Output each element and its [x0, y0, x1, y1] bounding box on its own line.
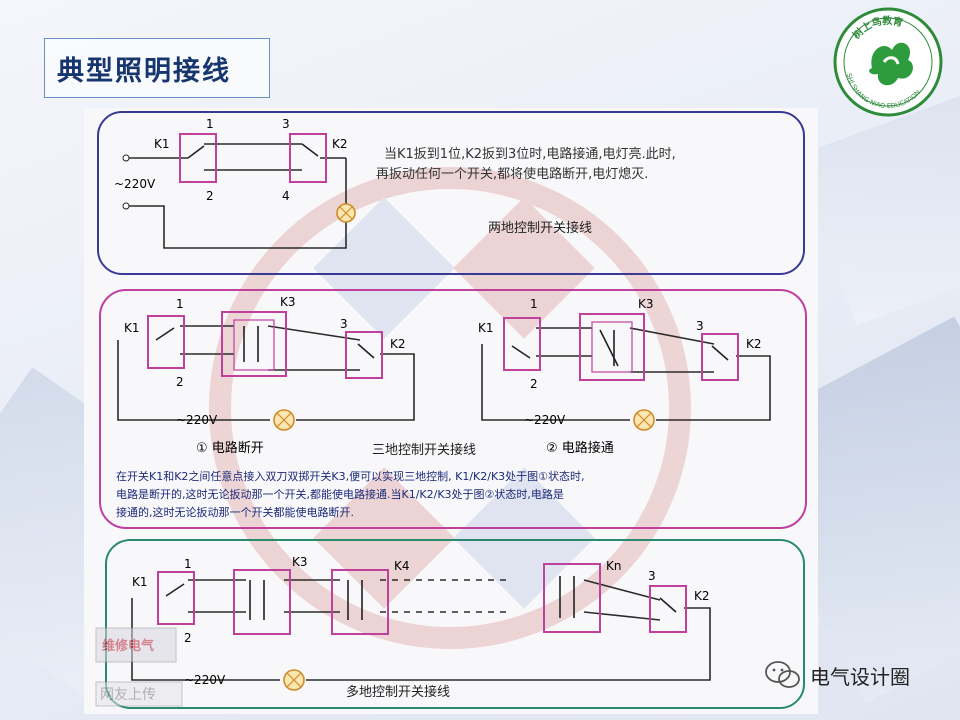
panel-two-way-control: K1 1 2 3 4 K2 ~220V 当K1扳到1位,K2扳到3位时,电路接通…	[97, 111, 805, 275]
label-n2: 2	[530, 377, 538, 391]
panel-three-way-control: K1 1 2 K3 3 K2 ~220V ① 电路断开 K1 1	[99, 289, 807, 529]
watermark-line-2: 网友上传	[100, 687, 156, 703]
label-n2: 2	[184, 631, 192, 645]
wechat-icon	[765, 661, 800, 688]
terminal-dot	[122, 202, 130, 210]
label-k3: K3	[292, 555, 308, 569]
lamp-icon	[633, 409, 655, 431]
label-n1: 1	[176, 297, 184, 311]
panel-1-description-line-1: 当K1扳到1位,K2扳到3位时,电路接通,电灯亮.此时,	[384, 146, 676, 162]
state-label-closed: ② 电路接通	[546, 440, 614, 456]
label-n3: 3	[648, 569, 656, 583]
credit-text: 电气设计圈	[810, 664, 910, 689]
switch-k3-box	[221, 311, 287, 377]
switch-k3-box	[233, 569, 291, 635]
label-voltage: ~220V	[184, 673, 226, 687]
label-n3: 3	[340, 317, 348, 331]
switch-k3-box	[579, 313, 645, 381]
panel-multi-way-control: K1 1 2 K3 K4 Kn 3 K2 ~220V 多地控制开关接线 维修电气…	[95, 539, 805, 709]
label-k2: K2	[746, 337, 762, 351]
label-k3: K3	[280, 295, 296, 309]
panel-1-description-line-2: 再扳动任何一个开关,都将使电路断开,电灯熄灭.	[376, 166, 648, 182]
label-k2: K2	[694, 589, 710, 603]
switch-k2-box	[701, 333, 739, 381]
label-voltage: ~220V	[176, 413, 218, 427]
panel-2-description-line-3: 接通的,这时无论扳动那一个开关都能使电路断开.	[116, 505, 354, 519]
background-shape	[794, 94, 960, 326]
panel-2-frame	[99, 289, 807, 529]
source-credit: 电气设计圈	[764, 660, 910, 690]
terminal-dot	[122, 154, 130, 162]
watermark-line-1: 维修电气	[102, 638, 154, 654]
switch-k2-box	[289, 133, 327, 183]
lamp-icon	[283, 669, 305, 691]
switch-kn-box	[543, 563, 601, 633]
slide-title: 典型照明接线	[57, 55, 231, 87]
label-k2: K2	[390, 337, 406, 351]
source-watermark-stamp: 维修电气 网友上传	[95, 627, 183, 707]
state-label-open: ① 电路断开	[196, 440, 264, 456]
switch-k2-box	[649, 585, 687, 633]
slide-title-box: 典型照明接线	[44, 38, 270, 98]
label-k3: K3	[638, 297, 654, 311]
lamp-icon	[336, 203, 356, 223]
panel-2-description-line-2: 电路是断开的,这时无论扳动那一个开关,都能使电路接通.当K1/K2/K3处于图②…	[116, 487, 564, 501]
panel-3-frame	[105, 539, 805, 709]
panel-2-caption: 三地控制开关接线	[372, 442, 476, 458]
switch-k1-box	[179, 133, 217, 183]
label-k1: K1	[124, 321, 140, 335]
switch-k1-box	[147, 315, 185, 369]
label-kn: Kn	[606, 559, 621, 573]
label-k4: K4	[394, 559, 410, 573]
label-n1: 1	[184, 557, 192, 571]
label-n2: 2	[176, 375, 184, 389]
panel-1-caption: 两地控制开关接线	[488, 220, 592, 236]
label-n1: 1	[206, 117, 214, 131]
label-k1: K1	[154, 137, 170, 151]
label-k1: K1	[132, 575, 148, 589]
brand-logo: 树上鸟教育 SHI SHANG NIAO EDUCATION	[833, 7, 943, 117]
label-k1: K1	[478, 321, 494, 335]
wiring-diagram: K1 1 2 3 4 K2 ~220V 当K1扳到1位,K2扳到3位时,电路接通…	[84, 108, 818, 714]
lamp-icon	[273, 409, 295, 431]
panel-3-caption: 多地控制开关接线	[346, 684, 450, 700]
panel-2-description-line-1: 在开关K1和K2之间任意点接入双刀双掷开关K3,便可以实现三地控制, K1/K2…	[116, 469, 585, 483]
label-voltage: ~220V	[524, 413, 566, 427]
label-k2: K2	[332, 137, 348, 151]
switch-k2-box	[345, 331, 383, 379]
panel-1-frame	[97, 111, 805, 275]
label-n1: 1	[530, 297, 538, 311]
label-voltage: ~220V	[114, 177, 156, 191]
switch-k1-box	[503, 317, 541, 371]
label-n2: 2	[206, 189, 214, 203]
label-n3: 3	[696, 319, 704, 333]
label-n3: 3	[282, 117, 290, 131]
switch-k4-box	[331, 569, 389, 635]
switch-k1-box	[157, 571, 195, 625]
label-n4: 4	[282, 189, 290, 203]
